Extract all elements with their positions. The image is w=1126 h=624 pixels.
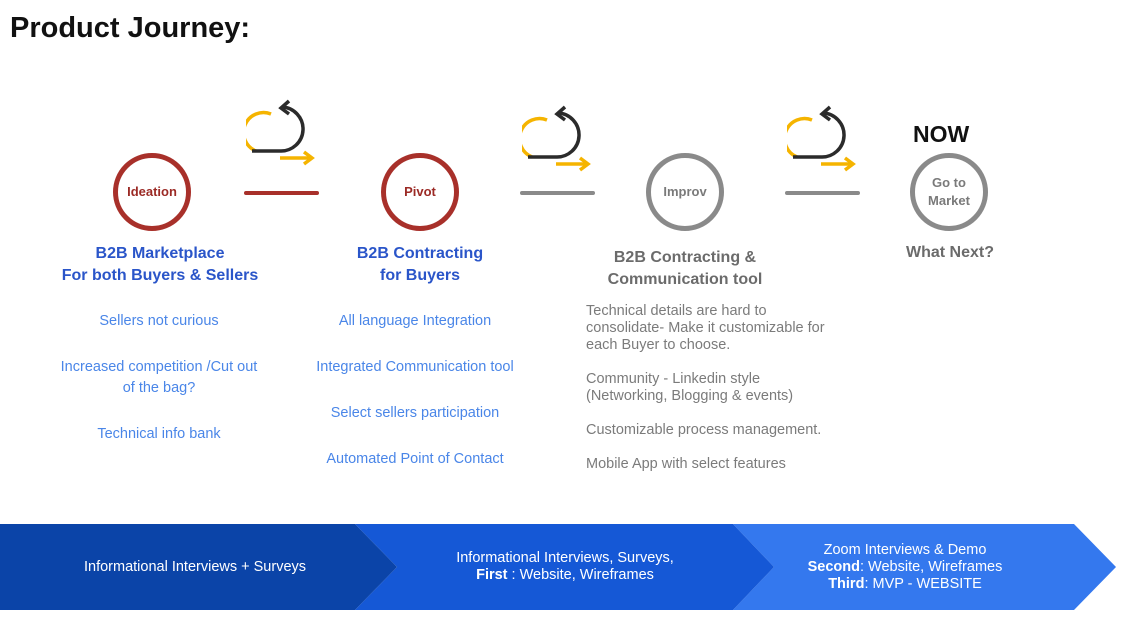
list-item: Mobile App with select features [586, 456, 786, 472]
stage-heading-pivot: B2B Contracting for Buyers [356, 245, 484, 284]
list-item: Technical info bank [97, 426, 221, 442]
list-item: Customizable process management. [586, 422, 822, 438]
iterate-loop-icon [522, 105, 591, 172]
connector-line [520, 191, 595, 195]
stage-circle-ideation: Ideation [113, 153, 191, 231]
list-item: All language Integration [338, 313, 492, 329]
timeline-phase-1: Informational Interviews + Surveys [83, 558, 307, 575]
now-label: NOW [913, 121, 970, 147]
stage-circle-pivot: Pivot [381, 153, 459, 231]
connector-line [785, 191, 860, 195]
stage-circle-improv: Improv [646, 153, 724, 231]
stage-heading-go-to-market: What Next? [906, 244, 994, 261]
chevron-segment [355, 524, 774, 610]
iterate-loop-icon [246, 99, 315, 166]
stage-label: Pivot [404, 184, 436, 199]
list-item: Integrated Communication tool [316, 359, 514, 375]
stage-label: Ideation [127, 184, 177, 199]
stage-label: Improv [663, 184, 707, 199]
list-item: Select sellers participation [330, 405, 500, 421]
connector-line [244, 191, 319, 195]
list-item: Technical details are hard to consolidat… [586, 303, 825, 353]
iterate-loop-icon [787, 105, 856, 172]
stage-circle-go-to-market: Go to Market [910, 153, 988, 231]
chevron-segment [0, 524, 397, 610]
list-item: Automated Point of Contact [326, 451, 504, 467]
list-item: Sellers not curious [99, 313, 219, 329]
page-title: Product Journey: [10, 12, 251, 44]
timeline-phase-3: Zoom Interviews & Demo Second: Website, … [807, 541, 1003, 592]
stage-label: Go to Market [928, 175, 970, 208]
chevron-segment [733, 524, 1116, 610]
list-item: Increased competition /Cut out of the ba… [60, 359, 258, 396]
stage-heading-improv: B2B Contracting & Communication tool [607, 249, 763, 288]
timeline-chevron-bar [0, 524, 1116, 610]
list-item: Community - Linkedin style (Networking, … [586, 371, 794, 404]
stage-heading-ideation: B2B Marketplace For both Buyers & Seller… [61, 245, 259, 284]
timeline-phase-2: Informational Interviews, Surveys, First… [456, 550, 674, 583]
